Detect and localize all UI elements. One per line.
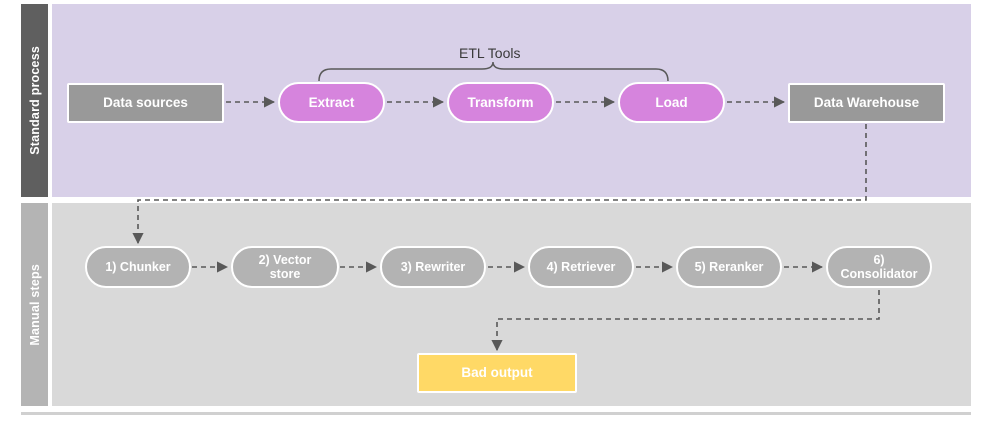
node-rewriter[interactable]: 3) Rewriter (380, 246, 486, 288)
node-vector-store[interactable]: 2) Vector store (231, 246, 339, 288)
node-chunker[interactable]: 1) Chunker (85, 246, 191, 288)
node-bad-output-label: Bad output (461, 365, 533, 381)
node-data-sources-label: Data sources (103, 95, 188, 111)
lane-label-standard-process-text: Standard process (27, 46, 42, 155)
node-transform-label: Transform (467, 94, 534, 110)
node-rewriter-label: 3) Rewriter (400, 259, 466, 274)
node-data-warehouse[interactable]: Data Warehouse (788, 83, 945, 123)
lane-label-manual-steps-text: Manual steps (27, 263, 42, 346)
node-reranker-label: 5) Reranker (694, 259, 764, 274)
node-reranker[interactable]: 5) Reranker (676, 246, 782, 288)
node-transform[interactable]: Transform (447, 82, 554, 123)
node-extract[interactable]: Extract (278, 82, 385, 123)
bottom-divider-rule (21, 412, 971, 415)
lane-label-standard-process: Standard process (21, 4, 48, 197)
node-retriever-label: 4) Retriever (546, 259, 616, 274)
node-load[interactable]: Load (618, 82, 725, 123)
node-chunker-label: 1) Chunker (105, 259, 171, 274)
node-retriever[interactable]: 4) Retriever (528, 246, 634, 288)
node-extract-label: Extract (308, 94, 355, 110)
node-vector-store-label: 2) Vector store (258, 252, 312, 281)
node-data-warehouse-label: Data Warehouse (813, 95, 920, 111)
node-bad-output[interactable]: Bad output (417, 353, 577, 393)
node-consolidator-label: 6) Consolidator (840, 252, 918, 281)
node-data-sources[interactable]: Data sources (67, 83, 224, 123)
node-load-label: Load (655, 94, 688, 110)
lane-label-manual-steps: Manual steps (21, 203, 48, 406)
node-consolidator[interactable]: 6) Consolidator (826, 246, 932, 288)
etl-tools-label: ETL Tools (459, 45, 521, 61)
